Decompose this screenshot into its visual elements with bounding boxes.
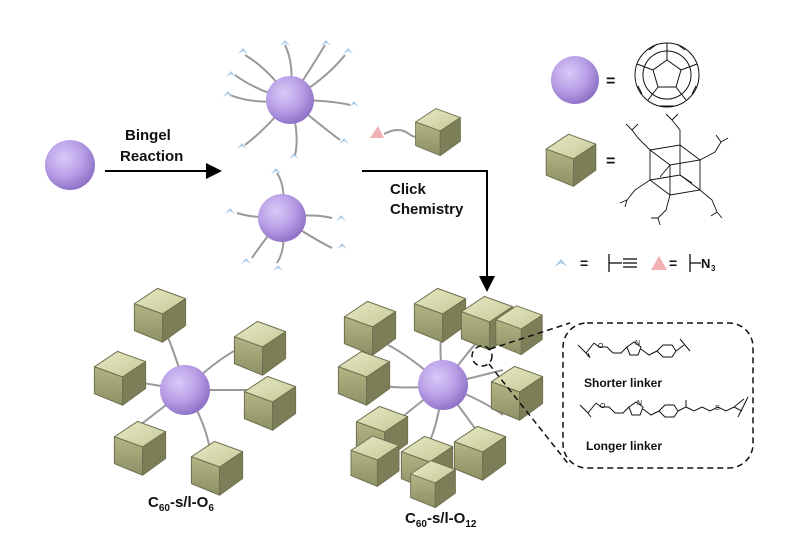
shorter-linker-oxygen: O [598,343,604,350]
azide-n-label: N [701,256,710,271]
legend-equals-3: = [580,255,588,271]
product-left-label: C60-s/l-O6 [148,494,214,514]
product-c60-o12 [337,287,544,509]
longer-linker-oxygen: O [600,403,606,410]
longer-linker-label: Longer linker [586,439,662,453]
reaction-label: Reaction [120,148,183,165]
alkyne-structure-icon [608,254,637,272]
alkyne-functionalized-fullerene-short [225,168,347,271]
alkyne-functionalized-fullerene-long [223,40,359,159]
shorter-linker-structure [577,338,691,359]
longer-linker-nitrogen: N [637,400,642,407]
legend-equals-4: = [669,255,677,271]
shorter-linker-nitrogen: N [635,340,640,347]
azide-structure-icon: N 3 [689,254,716,273]
shorter-linker-label: Shorter linker [584,376,662,390]
click-label: Click [390,181,427,198]
legend-equals-1: = [606,73,615,90]
legend-equals-2: = [606,153,615,170]
linker-zoom-callout [471,322,754,469]
product-c60-o6 [93,287,297,496]
legend-azide-triangle-icon [651,256,667,270]
click-chemistry-arrow [362,170,495,292]
bingel-label: Bingel [125,127,171,144]
azide-subscript: 3 [711,264,716,273]
product-right-label: C60-s/l-O12 [405,510,477,530]
azide-functionalized-poss-cage [370,108,461,157]
fullerene-c60-sphere [45,140,95,190]
legend-fullerene-sphere [551,56,599,104]
c60-structure-icon [634,42,700,108]
longer-linker-sulfur: S [715,405,720,412]
poss-structure-icon [619,113,729,226]
chemistry-label: Chemistry [390,201,464,218]
longer-linker-structure [579,396,749,418]
legend-poss-cube [545,133,597,187]
legend-alkyne-chevron-icon [554,259,568,267]
